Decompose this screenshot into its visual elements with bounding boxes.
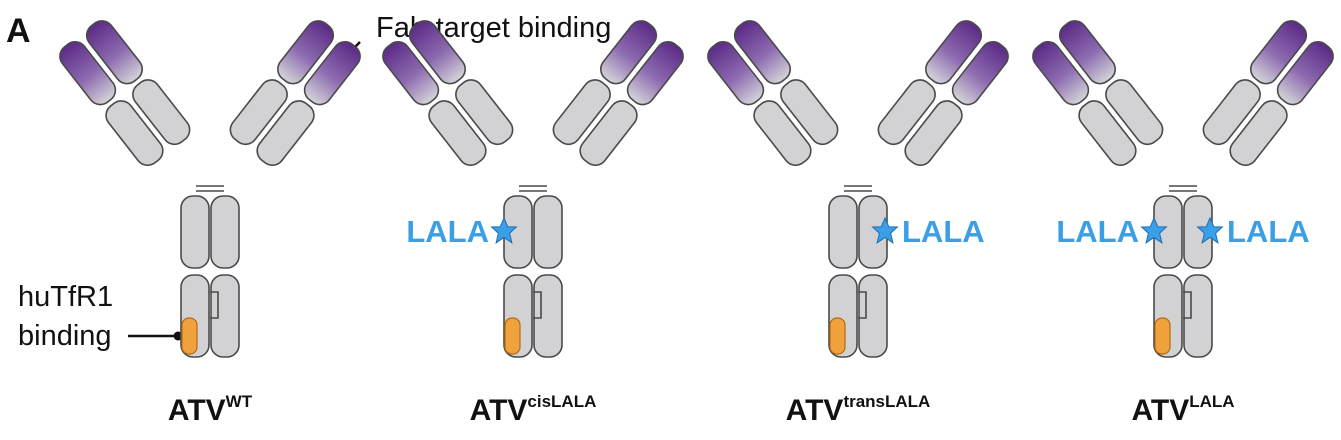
tfr-binding-site [504, 317, 521, 355]
lala-label-left: LALA [1056, 214, 1139, 249]
lala-label-right: LALA [1227, 214, 1310, 249]
antibody-name: ATVLALA [1131, 392, 1234, 427]
right-fab-arm [552, 20, 684, 167]
tfr-binding-site [1154, 317, 1171, 355]
fc-chain-right [533, 195, 563, 358]
fab-light-chain [1058, 20, 1164, 146]
hinge [196, 185, 224, 192]
antibody-cislala: LALA ATVcisLALA [382, 20, 684, 427]
tfr-binding-site [181, 317, 198, 355]
fc-chain-right [210, 195, 240, 358]
fab-light-chain [85, 20, 191, 146]
left-fab-arm [707, 20, 839, 167]
tfr-callout-line1: huTfR1 [18, 281, 113, 313]
fab-light-chain [256, 41, 361, 167]
right-fab-arm [1202, 20, 1334, 167]
fc-chain-right [1183, 195, 1213, 358]
right-fab-arm [229, 20, 361, 167]
fab-light-chain [1229, 41, 1334, 167]
left-fab-arm [1032, 20, 1164, 167]
fab-heavy-chain [382, 41, 487, 167]
fab-light-chain [904, 41, 1009, 167]
hinge [1169, 185, 1197, 192]
fc-chain-left [828, 195, 858, 358]
fab-heavy-chain [1032, 41, 1137, 167]
left-fab-arm [59, 20, 191, 167]
antibody-name-base: ATV [470, 394, 528, 427]
knob-hole [533, 291, 542, 319]
fab-light-chain [579, 41, 684, 167]
antibody-name-base: ATV [1131, 394, 1189, 427]
antibody-name-superscript: WT [226, 392, 253, 411]
lala-label-left: LALA [406, 214, 489, 249]
tfr-binding-callout: huTfR1 binding [18, 281, 183, 352]
fab-heavy-chain [1202, 20, 1308, 146]
knob-hole [210, 291, 219, 319]
right-fab-arm [877, 20, 1009, 167]
antibody-name: ATVcisLALA [470, 392, 597, 427]
antibody-name-superscript: LALA [1189, 392, 1234, 411]
fab-target-callout: Fab-target binding [332, 12, 611, 70]
fc-chain-right [858, 195, 888, 358]
panel-label: A [6, 12, 31, 50]
tfr-callout-line2: binding [18, 320, 112, 352]
fab-heavy-chain [707, 41, 812, 167]
fab-light-chain [733, 20, 839, 146]
knob-hole [858, 291, 867, 319]
fab-light-chain [408, 20, 514, 146]
lala-label-right: LALA [902, 214, 985, 249]
fab-heavy-chain [877, 20, 983, 146]
fab-heavy-chain [59, 41, 164, 167]
antibody-name-superscript: transLALA [843, 392, 930, 411]
antibody-wt: ATVWT [59, 20, 361, 427]
hinge [519, 185, 547, 192]
antibody-translala: LALA ATVtransLALA [707, 20, 1009, 427]
antibody-name: ATVWT [168, 392, 253, 427]
fab-heavy-chain [552, 20, 658, 146]
antibody-name-base: ATV [786, 394, 844, 427]
tfr-binding-site [829, 317, 846, 355]
antibody-name-base: ATV [168, 394, 226, 427]
knob-hole [1183, 291, 1192, 319]
hinge [844, 185, 872, 192]
antibody-name: ATVtransLALA [786, 392, 931, 427]
fab-heavy-chain [229, 20, 335, 146]
antibody-name-superscript: cisLALA [527, 392, 596, 411]
left-fab-arm [382, 20, 514, 167]
